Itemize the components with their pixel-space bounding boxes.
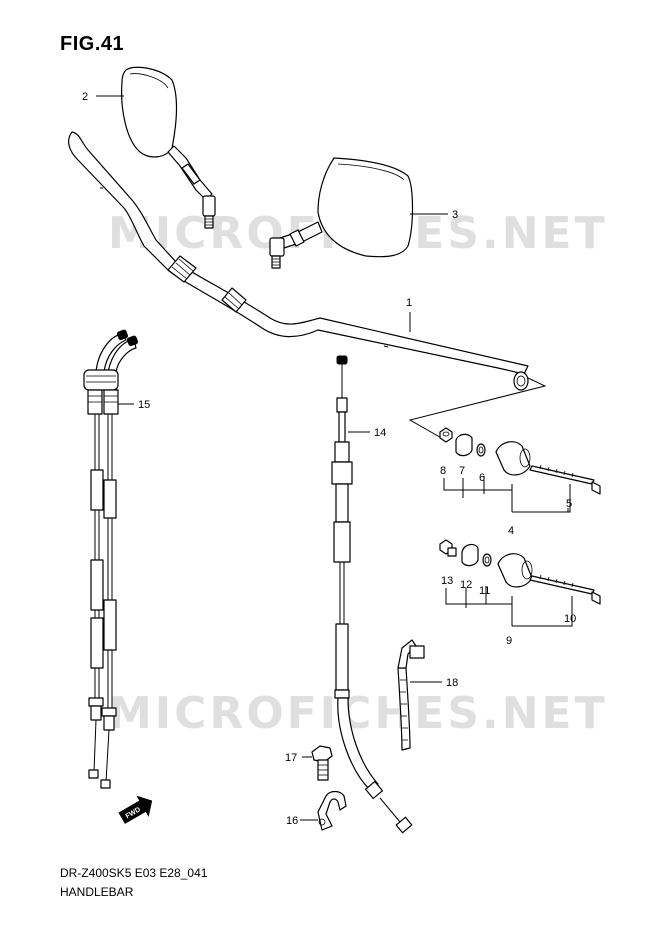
callout-16: 16 bbox=[286, 815, 298, 827]
mirror-left bbox=[121, 66, 216, 229]
callout-5: 5 bbox=[566, 498, 572, 510]
mirror-right bbox=[269, 157, 414, 269]
bar-end-set-lower bbox=[439, 539, 601, 627]
callout-7: 7 bbox=[459, 465, 465, 477]
bolt-17 bbox=[311, 745, 333, 781]
callout-10: 10 bbox=[564, 613, 576, 625]
callout-2: 2 bbox=[82, 91, 88, 103]
callout-11: 11 bbox=[479, 585, 490, 597]
handlebar bbox=[68, 131, 547, 441]
knurl-band-right bbox=[221, 287, 247, 313]
knurl-band-left bbox=[167, 255, 197, 283]
callout-6: 6 bbox=[479, 472, 485, 484]
callout-13: 13 bbox=[441, 575, 453, 587]
figure-title: FIG.41 bbox=[60, 33, 125, 55]
watermark-bottom: MICROFICHES.NET bbox=[108, 688, 608, 739]
fwd-arrow-badge: FWD bbox=[118, 795, 153, 824]
callout-3: 3 bbox=[452, 209, 458, 221]
callout-12: 12 bbox=[460, 579, 472, 591]
bar-end-set-upper bbox=[439, 427, 601, 513]
throttle-cable-assembly bbox=[83, 329, 139, 789]
clutch-cable bbox=[331, 355, 413, 834]
cable-tie-18 bbox=[397, 639, 425, 751]
callout-15: 15 bbox=[138, 399, 150, 411]
callout-4: 4 bbox=[508, 525, 514, 537]
callout-18: 18 bbox=[446, 677, 458, 689]
callout-8: 8 bbox=[440, 465, 446, 477]
clamp-16 bbox=[317, 790, 347, 831]
callout-labels: 1 2 3 4 5 6 7 8 9 10 11 12 13 14 15 16 1… bbox=[82, 91, 576, 827]
figure-name: HANDLEBAR bbox=[60, 885, 134, 899]
callout-leaders bbox=[96, 95, 448, 821]
callout-1: 1 bbox=[406, 297, 412, 309]
model-code: DR-Z400SK5 E03 E28_041 bbox=[60, 866, 208, 880]
callout-17: 17 bbox=[285, 752, 297, 764]
callout-9: 9 bbox=[506, 635, 512, 647]
callout-14: 14 bbox=[374, 427, 386, 439]
